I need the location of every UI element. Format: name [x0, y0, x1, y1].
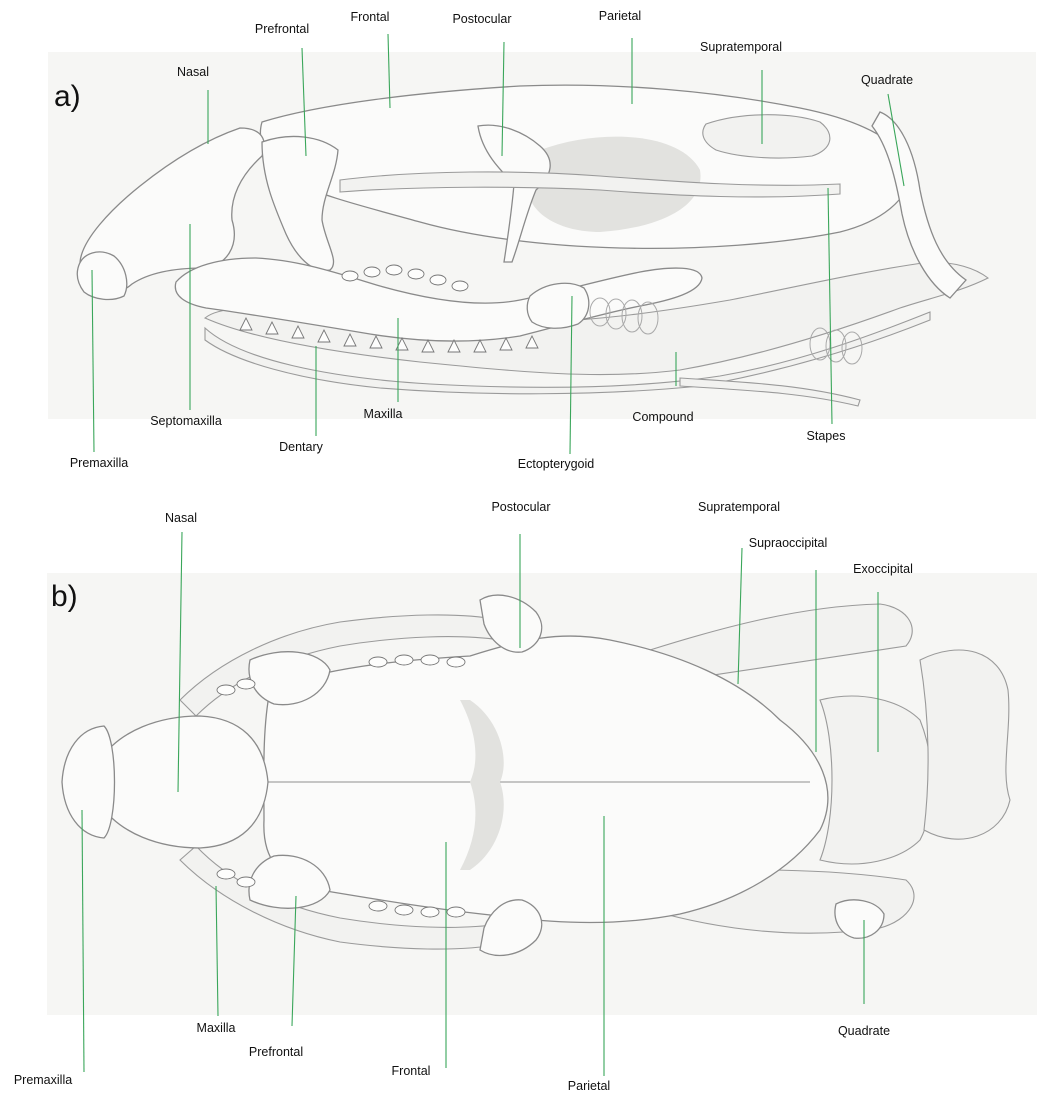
- label-a-ectopterygoid: Ectopterygoid: [518, 458, 594, 471]
- label-a-maxilla: Maxilla: [364, 408, 403, 421]
- atlas-vertebra: [920, 650, 1010, 839]
- label-a-parietal: Parietal: [599, 10, 641, 23]
- prefrontal-shape: [262, 136, 338, 270]
- label-a-compound: Compound: [632, 411, 693, 424]
- label-a-quadrate: Quadrate: [861, 74, 913, 87]
- skull-lateral-view: [77, 85, 988, 406]
- hyoid-shape: [680, 378, 860, 406]
- leader-b-premaxilla: [82, 810, 84, 1072]
- label-b-parietal: Parietal: [568, 1080, 610, 1093]
- label-b-exoccipital: Exoccipital: [853, 563, 913, 576]
- label-a-prefrontal: Prefrontal: [255, 23, 309, 36]
- supratemporal-shape: [703, 115, 830, 158]
- ectopterygoid-shape: [527, 283, 589, 328]
- label-b-supraoccipital: Supraoccipital: [749, 537, 828, 550]
- label-b-premaxilla: Premaxilla: [14, 1074, 72, 1087]
- panel-b-letter: b): [51, 582, 78, 612]
- label-a-postocular: Postocular: [452, 13, 511, 26]
- label-a-septomaxilla: Septomaxilla: [150, 415, 222, 428]
- label-b-maxilla: Maxilla: [197, 1022, 236, 1035]
- premaxilla-dorsal-shape: [62, 726, 115, 838]
- label-a-stapes: Stapes: [807, 430, 846, 443]
- leader-a-frontal: [388, 34, 390, 108]
- label-b-supratemporal: Supratemporal: [698, 501, 780, 514]
- label-b-quadrate: Quadrate: [838, 1025, 890, 1038]
- occipital-block: [820, 696, 932, 864]
- leader-b-maxilla: [216, 886, 218, 1016]
- label-a-nasal: Nasal: [177, 66, 209, 79]
- label-b-prefrontal: Prefrontal: [249, 1046, 303, 1059]
- postocular-dorsal-shape: [480, 595, 542, 652]
- label-b-nasal: Nasal: [165, 512, 197, 525]
- panel-a-letter: a): [54, 82, 81, 112]
- skull-dorsal-view: [62, 595, 1010, 955]
- label-a-premaxilla: Premaxilla: [70, 457, 128, 470]
- nasal-shape: [96, 716, 269, 848]
- label-b-frontal: Frontal: [392, 1065, 431, 1078]
- label-b-postocular: Postocular: [491, 501, 550, 514]
- skull-roof-shape: [264, 636, 828, 923]
- label-a-supratemporal: Supratemporal: [700, 41, 782, 54]
- label-a-dentary: Dentary: [279, 441, 323, 454]
- label-a-frontal: Frontal: [351, 11, 390, 24]
